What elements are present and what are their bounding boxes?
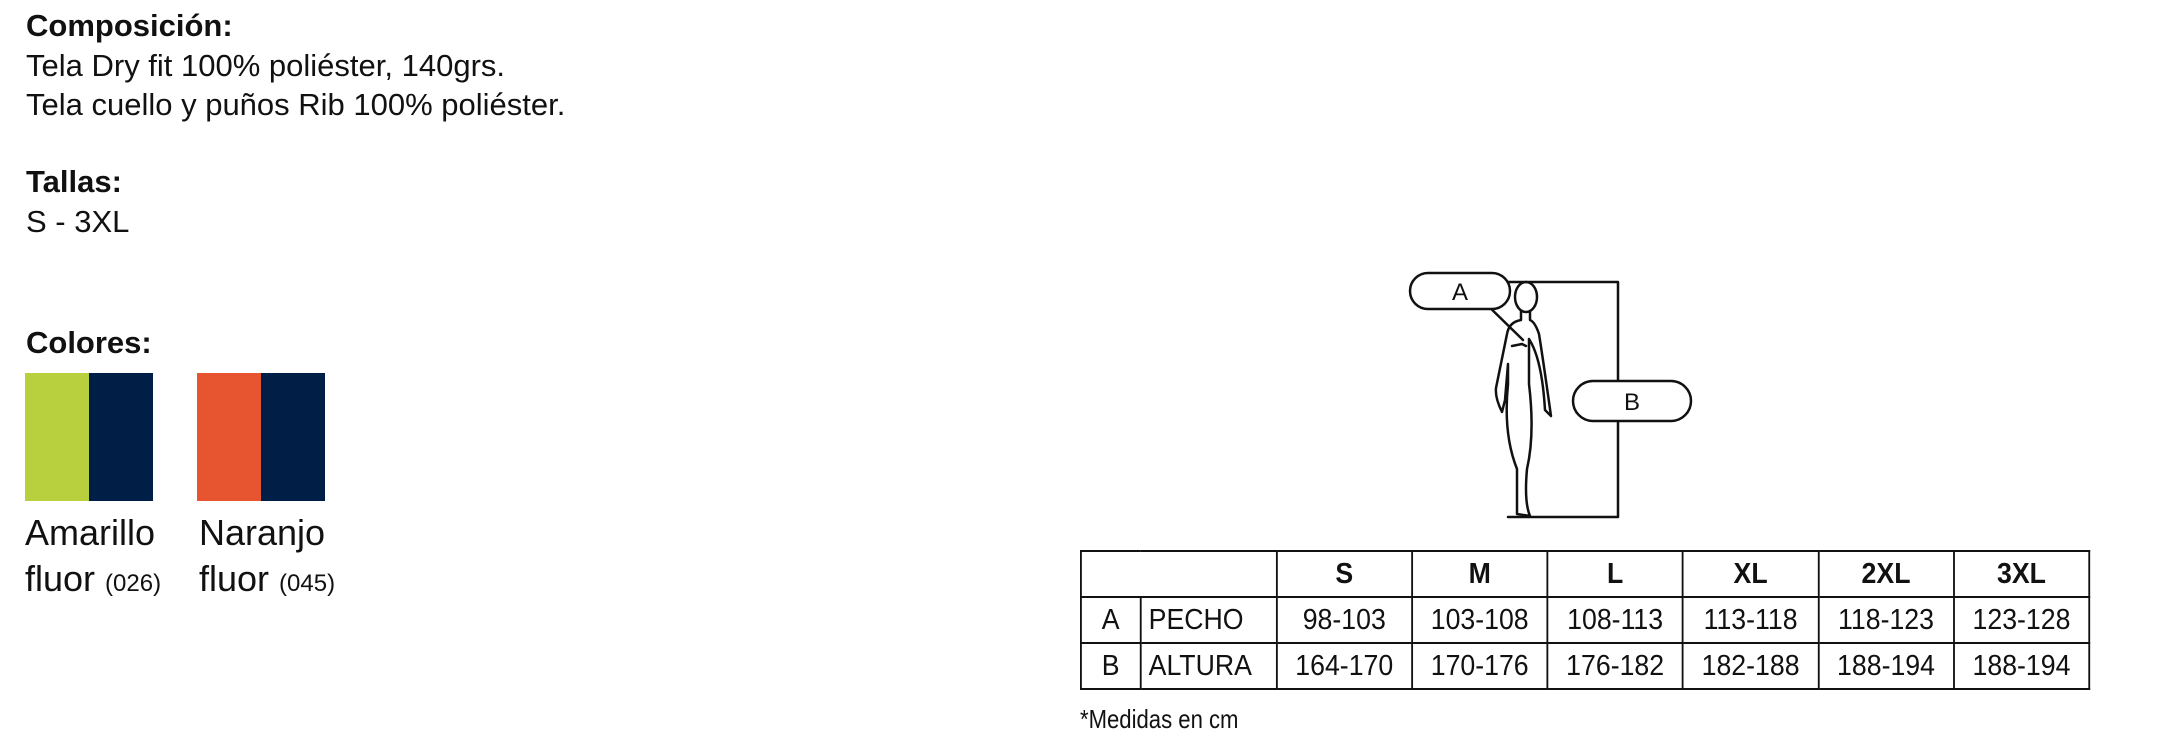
composition-line-1: Tela Dry fit 100% poliéster, 140grs. [26, 48, 506, 83]
row-key: B [1080, 642, 1142, 690]
composition-line-2: Tela cuello y puños Rib 100% poliéster. [26, 87, 566, 122]
size-col-header: 3XL [1952, 550, 2091, 598]
sizes-value: S - 3XL [26, 204, 130, 239]
figure-body [1494, 309, 1553, 518]
color-name-word: fluor [25, 558, 96, 599]
color-name-line2: fluor (045) [199, 556, 335, 607]
size-table-corner [1080, 550, 1278, 598]
label-b-text: B [1624, 389, 1640, 416]
table-cell: 113-118 [1681, 596, 1820, 644]
table-cell: 176-182 [1546, 642, 1684, 690]
measurement-note: *Medidas en cm [1080, 704, 1239, 734]
color-name-line1: Amarillo [25, 512, 156, 553]
size-col-header: XL [1681, 550, 1820, 598]
size-table-header-row: S M L XL 2XL 3XL [1080, 550, 2091, 598]
size-col-header: 2XL [1817, 550, 1955, 598]
color-name-word: fluor [199, 558, 270, 599]
size-table: S M L XL 2XL 3XL A PECHO 98-103 103-108 … [1080, 550, 2091, 690]
color-code: (026) [105, 570, 162, 597]
color-swatch-amarillo [25, 373, 153, 501]
size-col-header: S [1275, 550, 1413, 598]
table-cell: 118-123 [1817, 596, 1955, 644]
table-cell: 103-108 [1411, 596, 1549, 644]
size-col-header: M [1411, 550, 1549, 598]
table-cell: 108-113 [1546, 596, 1684, 644]
table-cell: 123-128 [1952, 596, 2091, 644]
row-label: ALTURA [1139, 642, 1278, 690]
swatch-secondary [89, 373, 153, 501]
color-name-line2: fluor (026) [25, 556, 161, 607]
table-cell: 182-188 [1681, 642, 1820, 690]
measurement-figure: A B [1408, 271, 1693, 519]
color-code: (045) [279, 570, 336, 597]
row-label: PECHO [1139, 596, 1278, 644]
table-cell: 188-194 [1817, 642, 1955, 690]
color-name-line1: Naranjo [199, 512, 326, 553]
swatch-secondary [261, 373, 325, 501]
label-b-capsule [1571, 379, 1693, 423]
figure-head [1513, 280, 1539, 314]
color-name-naranjo: Naranjo fluor (045) [199, 510, 335, 607]
swatch-primary [25, 373, 89, 501]
table-cell: 164-170 [1275, 642, 1413, 690]
color-swatch-naranjo [197, 373, 325, 501]
table-row: A PECHO 98-103 103-108 108-113 113-118 1… [1080, 596, 2091, 644]
label-a-capsule [1408, 271, 1512, 311]
colors-heading: Colores: [26, 325, 152, 360]
size-col-header: L [1546, 550, 1684, 598]
row-key: A [1080, 596, 1142, 644]
color-name-amarillo: Amarillo fluor (026) [25, 510, 161, 607]
table-cell: 170-176 [1411, 642, 1549, 690]
swatch-primary [197, 373, 261, 501]
table-cell: 188-194 [1952, 642, 2091, 690]
table-row: B ALTURA 164-170 170-176 176-182 182-188… [1080, 642, 2091, 690]
figure-inner-line [1510, 342, 1528, 348]
table-cell: 98-103 [1275, 596, 1413, 644]
label-a-text: A [1452, 279, 1468, 306]
composition-heading: Composición: [26, 8, 233, 43]
sizes-heading: Tallas: [26, 164, 122, 199]
